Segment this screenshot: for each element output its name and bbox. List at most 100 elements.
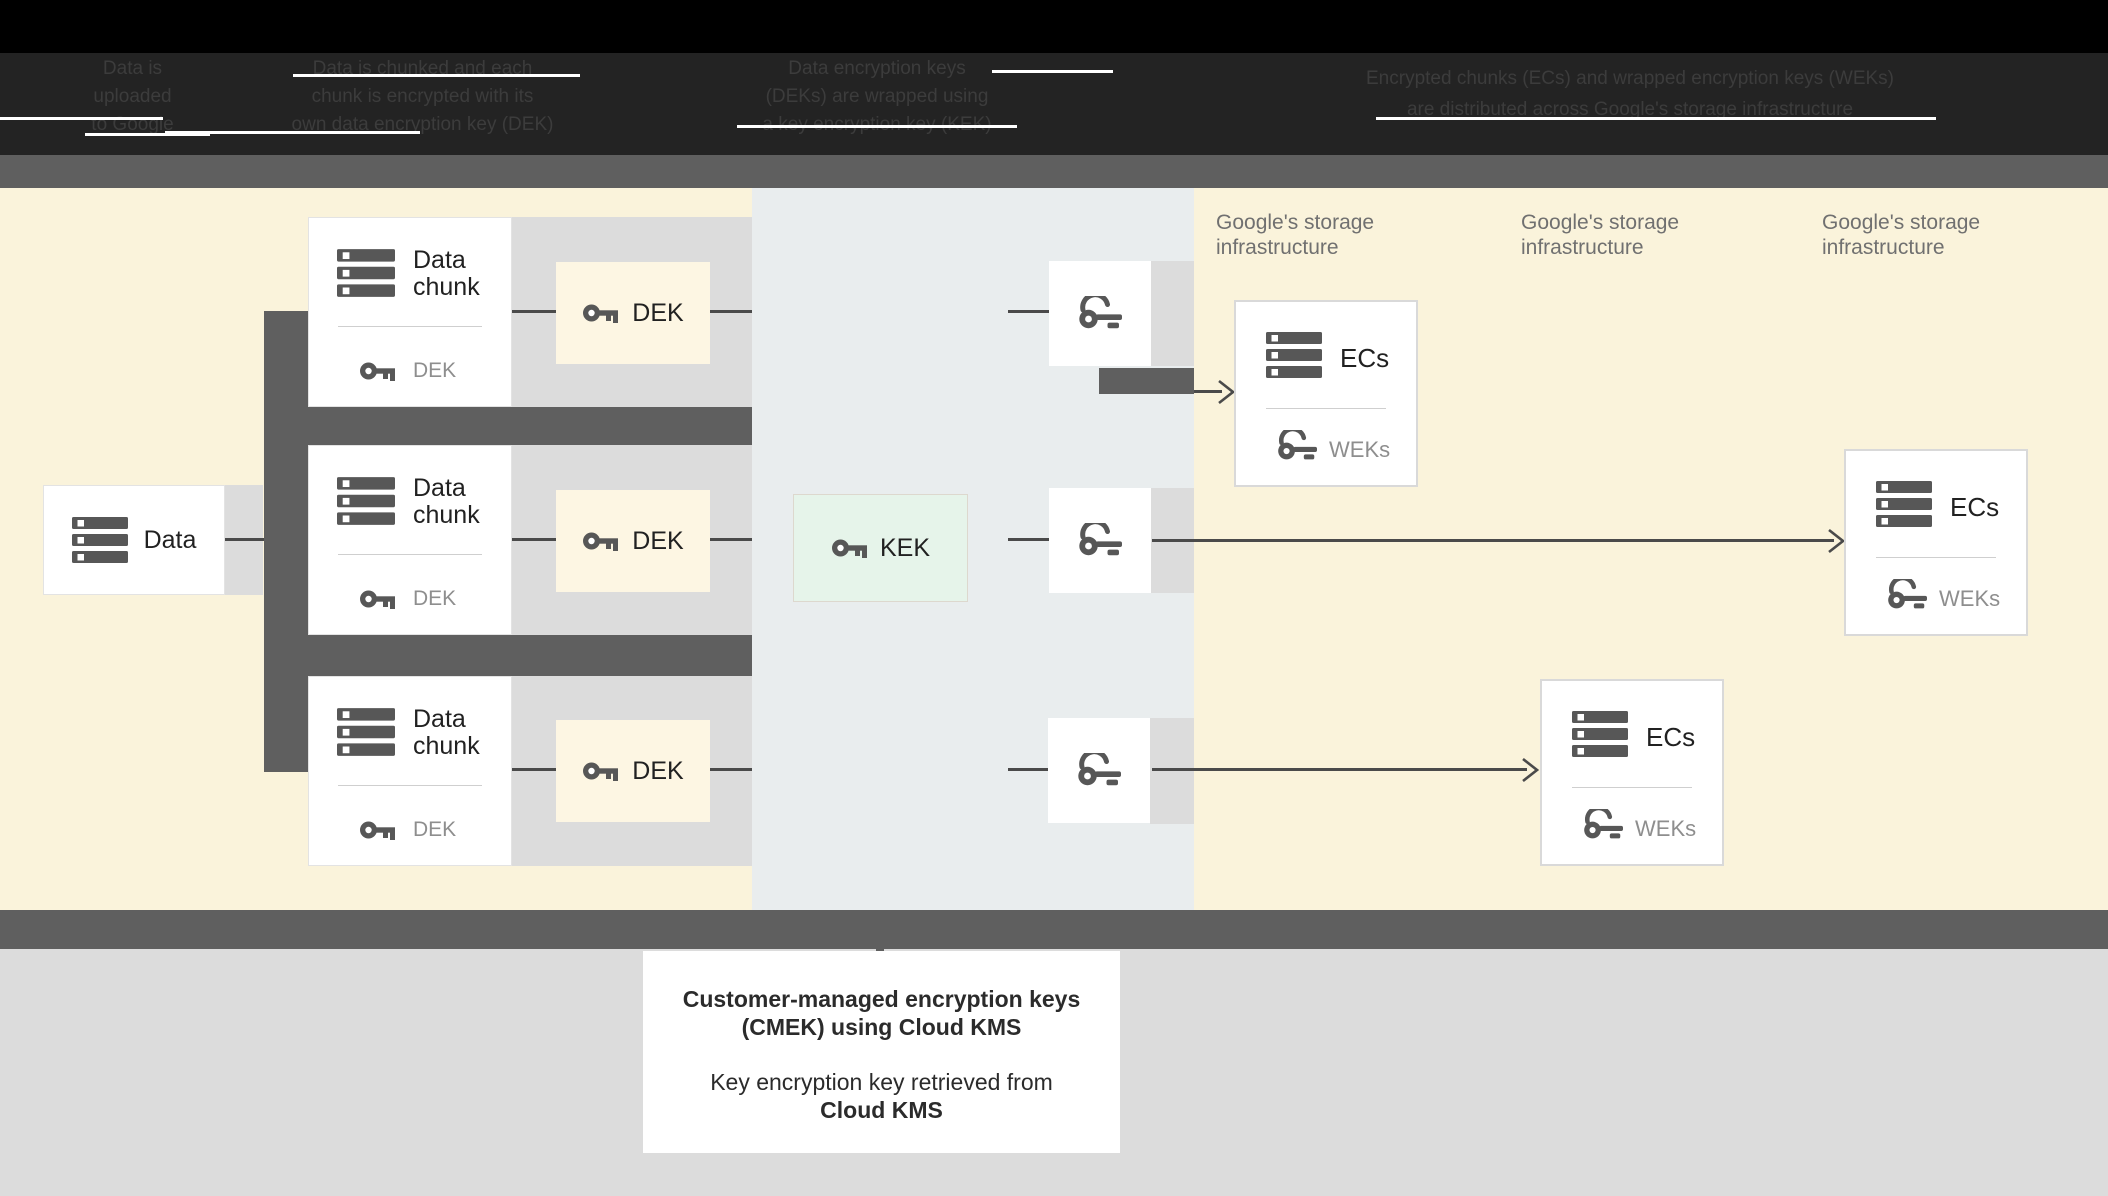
kek-box: KEK [793,494,968,602]
header-step-4-line: Encrypted chunks (ECs) and wrapped encry… [1366,68,1894,89]
server-icon [337,249,395,297]
data-chunk-box-3: Data chunk DEK [308,676,512,866]
key-row-1-band [1151,261,1194,366]
wrapped-key-box-2 [1049,488,1151,593]
wrapped-key-icon [1077,753,1121,789]
header-step-1-line: Data is [102,58,163,79]
top-dark-divider-band [0,155,2108,188]
header-step-2-line: Data is chunked and each [312,58,533,79]
chunk-dek-label: DEK [413,587,457,610]
storage-label-2: Google's storage infrastructure [1521,211,1680,259]
arrowhead-icon [1521,757,1539,783]
server-icon [1266,332,1322,378]
dek-box-label: DEK [632,526,684,555]
dek-box-label: DEK [632,298,684,327]
kek-box-label: KEK [879,533,931,562]
kek-to-key3-line [1008,768,1049,771]
caption-spacer [643,1041,1120,1068]
chunk-dek-label: DEK [413,818,457,841]
header-step-3: Data encryption keys (DEKs) are wrapped … [722,55,1032,139]
key-icon [831,539,867,558]
arrowhead-icon [1827,528,1845,554]
arrowhead-icon [1217,379,1235,405]
header-step-4-line: are distributed across Google's storage … [1406,99,1854,120]
ecs-weks-label: WEKs [1939,586,2001,611]
data-chunk-box-1: Data chunk DEK [308,217,512,407]
header-top-black-bar [0,0,2108,53]
dek-box-label: DEK [632,756,684,785]
server-icon [337,477,395,525]
key1-output-bar [1099,368,1194,394]
storage-label-1: Google's storage infrastructure [1216,211,1375,259]
kek-to-key1-line [1008,310,1049,313]
dek3-out-line [710,768,752,771]
header-step-4: Encrypted chunks (ECs) and wrapped encry… [1310,63,1950,125]
inter-row-dark-band-1 [264,407,752,445]
bottom-dark-divider-band [0,910,2108,949]
wrapped-key-icon [1277,430,1317,463]
dek-box-3: DEK [556,720,710,822]
header-step-3-line: (DEKs) are wrapped using [765,86,989,107]
redaction-line [992,70,1113,73]
key-icon [583,532,619,551]
server-icon [337,708,395,756]
caption-title-line: (CMEK) using Cloud KMS [741,1014,1022,1040]
dek-box-2: DEK [556,490,710,592]
wrapped-key-icon [1078,296,1122,332]
divider [1266,408,1386,409]
arrow-to-ecs1-line [1194,390,1222,393]
redaction-line [293,74,580,77]
dek2-out-line [710,538,752,541]
inter-row-dark-band-2 [264,635,752,676]
divider [1572,787,1692,788]
header-step-1-line: uploaded [93,86,172,107]
arrow-to-ecs3-line [1152,768,1527,771]
header-step-1: Data is uploaded to Google [40,55,225,139]
chunk-dek-label: DEK [413,359,457,382]
header-step-3-line: a key encryption key (KEK) [722,111,1032,139]
redaction-line [1376,117,1936,120]
chunk2-to-dek2-line [512,538,556,541]
redaction-line [85,133,210,136]
caption-box: Customer-managed encryption keys (CMEK) … [643,951,1120,1153]
ecs-title: ECs [1950,492,2000,522]
caption-body-line: Cloud KMS [820,1097,943,1123]
chunk-title: Data chunk [413,705,480,760]
caption-title-line: Customer-managed encryption keys [682,986,1081,1012]
data-to-trunk-line [225,538,264,541]
key-icon [360,362,395,381]
ecs-weks-label: WEKs [1329,437,1391,462]
data-box-label: Data [143,525,197,554]
wrapped-key-icon [1078,523,1122,559]
divider [338,326,482,327]
key-icon [360,590,395,609]
header-step-2-line: chunk is encrypted with its [311,86,534,107]
wrapped-key-icon [1583,809,1623,842]
ecs-box-1: ECs WEKs [1234,300,1418,487]
kek-to-key2-line [1008,538,1049,541]
wrapped-key-box-3 [1048,718,1150,823]
redaction-line [0,117,163,120]
key-row-3-band [1150,718,1194,824]
chunk3-to-dek3-line [512,768,556,771]
key-icon [583,304,619,323]
data-chunk-box-2: Data chunk DEK [308,445,512,635]
divider [338,554,482,555]
dek-box-1: DEK [556,262,710,364]
chunk1-to-dek1-line [512,310,556,313]
chunk-fanout-trunk [264,311,308,772]
header-step-3-line: Data encryption keys [788,58,966,79]
ecs-title: ECs [1340,343,1390,373]
key-icon [583,762,619,781]
server-icon [1572,711,1628,757]
header-step-2: Data is chunked and each chunk is encryp… [250,55,595,139]
divider [1876,557,1996,558]
ecs-box-3: ECs WEKs [1540,679,1724,866]
server-icon [1876,481,1932,527]
divider [338,785,482,786]
wrapped-key-icon [1887,579,1927,612]
arrow-to-ecs2-line [1152,539,1834,542]
data-box: Data [43,485,225,595]
ecs-weks-label: WEKs [1635,816,1697,841]
